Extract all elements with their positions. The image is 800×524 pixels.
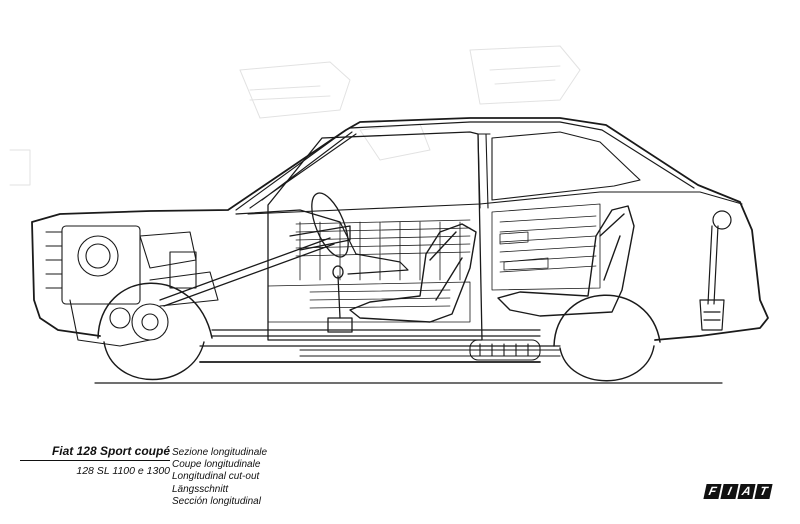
engine [45,225,219,347]
rear-seat [497,205,635,317]
rear-side-panel [491,203,601,291]
dashboard [235,209,409,275]
label-spanish: Sección longitudinal [172,495,261,507]
roof-line [349,121,695,189]
gear-lever [327,265,353,333]
b-pillar [477,133,491,209]
label-german: Längsschnitt [172,483,229,495]
label-english: Longitudinal cut-out [172,471,260,483]
model-subtitle: 128 SL 1100 e 1300 [76,465,170,477]
front-wheel-arch [97,282,213,339]
rear-wheel [559,345,655,382]
logo-letter-a: A [737,484,756,499]
exhaust-system [299,339,561,361]
section-labels: Sezione longitudinale Coupe longitudinal… [172,447,267,508]
door-panel [267,219,471,323]
front-seat [349,223,477,323]
front-wheel [103,341,205,381]
rear-quarter-window [491,131,641,201]
rear-shock-absorber [699,210,732,331]
fiat-logo: F I A T [703,484,773,499]
floor-pan [199,329,561,347]
logo-letter-t: T [754,484,773,499]
label-italian: Sezione longitudinale [172,447,268,458]
model-title: Fiat 128 Sport coupé [20,444,170,461]
caption-block: Fiat 128 Sport coupé 128 SL 1100 e 1300 [20,444,170,478]
logo-letter-f: F [703,484,722,499]
label-french: Coupe longitudinale [172,459,261,471]
rear-wheel-arch [553,294,661,347]
car-body-outline [31,117,769,363]
belt-line [247,191,743,215]
windshield [235,129,357,211]
logo-letter-i: I [720,484,739,499]
